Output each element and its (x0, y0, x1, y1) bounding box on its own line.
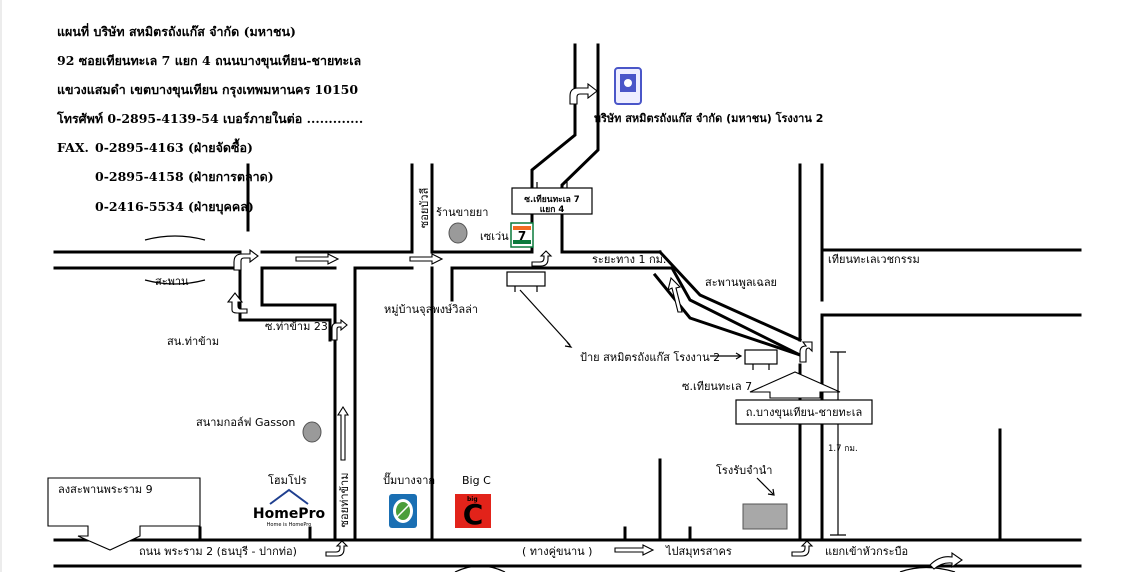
header-phone: โทรศัพท์ 0-2895-4139-54 เบอร์ภายในต่อ ..… (56, 111, 363, 126)
direction-arrow-icon (295, 253, 340, 265)
homepro-tagline: Home is HomePro (267, 522, 312, 528)
sign-factory-label: ป้าย สหมิตรถังแก๊ส โรงงาน 2 (580, 350, 720, 364)
hua-krabue-label: แยกเข้าหัวกระบือ (825, 545, 908, 558)
direction-arrow-icon (667, 276, 683, 313)
turn-arrow-icon (331, 318, 348, 341)
drugstore-label: ร้านขายยา (436, 206, 488, 219)
header-address-2: แขวงแสมดำ เขตบางขุนเทียน กรุงเทพมหานคร 1… (57, 82, 358, 98)
turn-arrow-icon (929, 551, 963, 570)
header-title: แผนที่ บริษัท สหมิตรถังแก๊ส จำกัด (มหาชน… (57, 23, 296, 39)
factory-sign-board (506, 271, 546, 287)
bangchak-label: ปั๊มบางจาก (383, 472, 435, 487)
turn-arrow-icon (226, 292, 248, 314)
samut-label: ไปสมุทรสาคร (665, 545, 732, 558)
header-fax-3: 0-2416-5534 (ฝ่ายบุคคล) (95, 199, 254, 215)
soi-sign-label-2: แยก 4 (540, 205, 565, 215)
header-fax-2: 0-2895-4158 (ฝ่ายการตลาด) (95, 169, 274, 184)
turn-arrow-icon (791, 540, 814, 557)
turn-arrow-icon (531, 250, 553, 267)
factory2-label: บริษัท สหมิตรถังแก๊ส จำกัด (มหาชน) โรงงา… (594, 111, 823, 125)
direction-arrow-icon (749, 371, 841, 399)
soi-tha-kham-label: ซอยท่าข้าม (338, 473, 351, 528)
homepro-logo-text: HomePro (253, 506, 326, 522)
header-fax-1: 0-2895-4163 (ฝ่ายจัดซื้อ) (95, 138, 253, 155)
bigc-logo-small: big (467, 496, 478, 503)
soi-sign-board (511, 187, 593, 215)
bangchak-logo (389, 494, 417, 528)
direction-arrows (47, 82, 963, 570)
turn-arrow-icon (325, 540, 349, 557)
sn-tha-kham-label: สน.ท่าข้าม (167, 335, 219, 348)
seven-label: เซเว่น (480, 230, 509, 243)
rama2-label: ถนน พระราม 2 (ธนบุรี - ปากท่อ) (139, 545, 297, 558)
drugstore-marker (448, 222, 468, 244)
distance2-label: 1.7 กม. (828, 444, 858, 454)
thianthale-label: เทียนทะเลเวชกรรม (828, 253, 920, 266)
soi-buakhao-label: ซอยบัวลี (418, 188, 431, 228)
direction-arrow-icon (614, 544, 655, 556)
soi-sign-label: ซ.เทียนทะเล 7 (524, 194, 580, 205)
bridge-left-label: สะพาน (155, 275, 189, 288)
road-bkt-label: ถ.บางขุนเทียน-ชายทะเล (746, 406, 862, 419)
warehouse-label: โรงรับจำนำ (716, 463, 772, 477)
seven-eleven-logo: 7 (510, 222, 534, 248)
frontage-label: ( ทางคู่ขนาน ) (522, 545, 592, 558)
bridge-right-label: สะพานพูลเฉลย (705, 276, 777, 289)
direction-arrow-icon (337, 405, 349, 461)
soi-thianthale7-label: ซ.เทียนทะเล 7 (682, 380, 752, 393)
header-address-1: 92 ซอยเทียนทะเล 7 แยก 4 ถนนบางขุนเทียน-ช… (57, 53, 361, 69)
warehouse-marker (742, 503, 788, 530)
header-fax-label: FAX. (57, 140, 89, 155)
soi-sign-board-2 (744, 349, 778, 365)
rama9-label: ลงสะพานพระราม 9 (58, 483, 153, 496)
turn-arrow-icon (799, 341, 813, 363)
direction-arrow-icon (47, 477, 201, 551)
bigc-logo-letter: C (463, 498, 484, 531)
distance1-label: ระยะทาง 1 กม. (592, 253, 666, 266)
bigc-logo: C big (455, 494, 491, 531)
svg-text:7: 7 (518, 229, 526, 243)
bigc-label: Big C (462, 474, 491, 487)
homepro-logo: HomePro Home is HomePro (253, 488, 326, 528)
road-sign-box (735, 399, 873, 425)
factory-icon (614, 67, 642, 105)
tha-kham23-label: ซ.ท่าข้าม 23 (265, 320, 328, 333)
turn-arrow-icon (569, 82, 598, 105)
turn-arrow-icon (233, 248, 259, 271)
homepro-th-label: โฮมโปร (268, 473, 307, 487)
golf-marker (302, 421, 322, 443)
golf-label: สนามกอล์ฟ Gasson (196, 416, 295, 429)
village-label: หมู่บ้านจุลพงษ์วิลล่า (384, 303, 478, 316)
direction-arrow-icon (409, 253, 444, 265)
